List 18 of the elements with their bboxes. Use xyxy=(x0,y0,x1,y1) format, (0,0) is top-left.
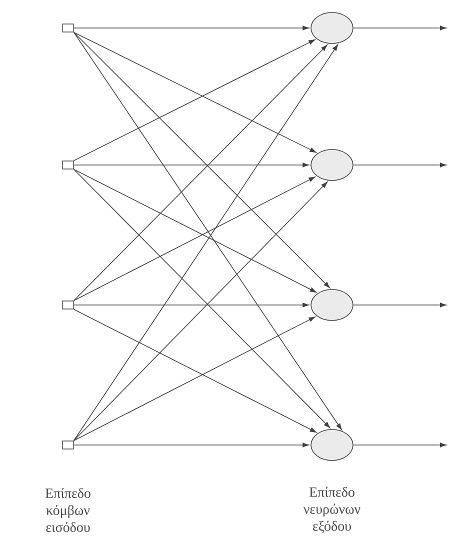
layer-label: Επίπεδο νευρώνων εξόδου xyxy=(303,486,360,534)
neuron-circle xyxy=(310,12,354,44)
neuron-circle xyxy=(310,429,354,461)
input-node xyxy=(62,160,74,170)
neuron-circle xyxy=(310,149,354,181)
arrow xyxy=(353,162,446,168)
arrow xyxy=(73,162,310,168)
input-node xyxy=(62,24,74,32)
arrow xyxy=(353,442,446,448)
input-node xyxy=(62,440,74,450)
arrow xyxy=(353,302,446,308)
input-node xyxy=(62,300,74,310)
layer-label: Επίπεδο κόμβων εισόδου xyxy=(45,488,90,532)
arrow xyxy=(73,26,310,30)
arrow xyxy=(353,26,446,30)
arrow xyxy=(73,302,310,308)
neuron-circle xyxy=(310,289,354,321)
arrow xyxy=(73,442,310,448)
